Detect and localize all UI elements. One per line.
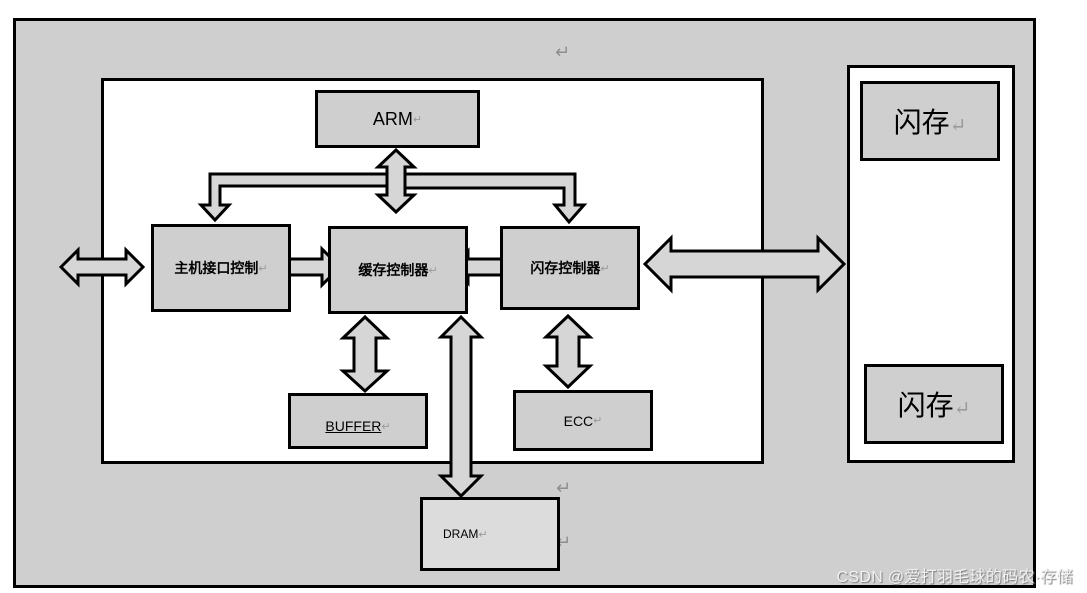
flash-chip-top: 闪存↵ [860,81,1000,161]
arm-label: ARM [372,108,413,129]
watermark: CSDN @爱打羽毛球的码农·存储 [836,569,1073,586]
arrow-flash-controller-flash-array [642,234,847,294]
ecc-label: ECC [563,412,594,429]
ecc-block: ECC↵ [513,390,653,451]
arrow-arm-to-flash-controller [400,172,588,225]
host-interface-block: 主机接口控制↵ [151,224,291,312]
dram-block: DRAM↵ [420,497,560,571]
paragraph-mark: ↵ [555,42,571,62]
paragraph-mark: ↵ [949,113,967,137]
buffer-label: BUFFER [325,418,382,434]
host-interface-label: 主机接口控制 [174,260,259,276]
flash-chip-bottom: 闪存↵ [864,364,1004,444]
arrow-arm-to-host [197,172,390,223]
paragraph-mark: ↵ [428,264,438,277]
flash-controller-block: 闪存控制器↵ [500,226,640,310]
flash-chip-top-text: 闪存 [893,106,950,139]
cache-controller-block: 缓存控制器↵ [328,226,468,314]
flash-controller-label: 闪存控制器 [530,260,601,276]
buffer-block: BUFFER↵ [288,393,428,449]
arm-block: ARM↵ [315,90,480,148]
flash-chip-top-label: 闪存↵ [894,101,967,141]
flash-chip-bottom-label: 闪存↵ [898,384,971,424]
paragraph-mark: ↵ [412,113,423,126]
paragraph-mark: ↵ [600,262,610,275]
arrow-cache-buffer [339,314,391,394]
paragraph-mark: ↵ [381,420,391,433]
paragraph-mark: ↵ [258,262,268,275]
paragraph-mark: ↵ [478,528,488,541]
arrow-external-host [58,246,146,288]
paragraph-mark: ↵ [953,396,971,420]
arrow-cache-dram [437,314,485,499]
paragraph-mark: ↵ [593,415,603,427]
dram-label: DRAM [443,527,479,541]
cache-controller-label: 缓存控制器 [358,262,429,278]
arrow-arm-cache [374,147,418,215]
arrow-flash-controller-ecc [542,313,594,390]
flash-chip-bottom-text: 闪存 [897,389,954,422]
paragraph-mark: ↵ [556,478,572,498]
